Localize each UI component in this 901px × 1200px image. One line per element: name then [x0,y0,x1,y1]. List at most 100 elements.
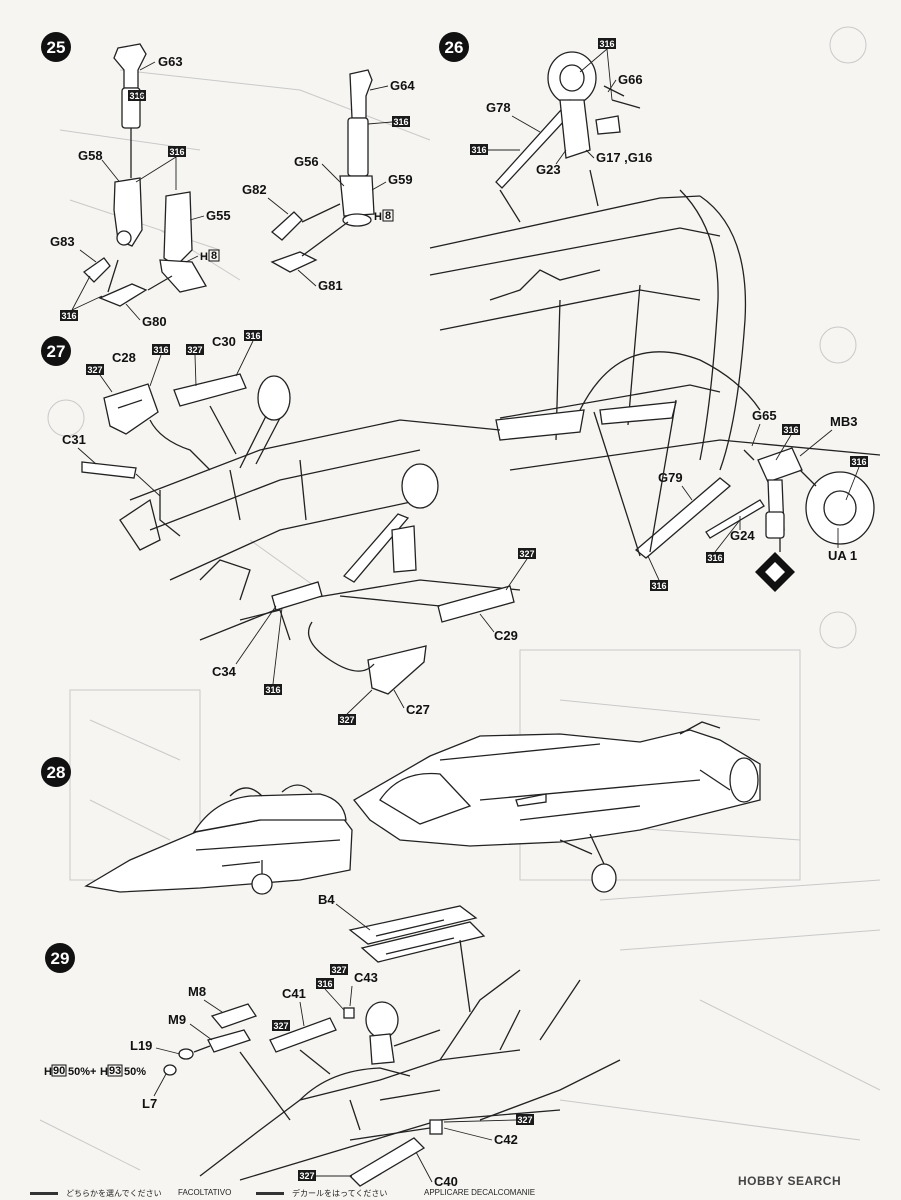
part-g58-drawing [113,177,143,247]
label-h8-a-num: 8 [211,250,217,262]
paint-316-marker: 316 [650,580,668,591]
part-c34-drawing [271,581,323,611]
part-m8-drawing [210,1003,258,1029]
paint-327-marker: 327 [338,714,356,725]
label-g56: G56 [294,154,319,169]
paint-316-marker: 316 [128,90,146,101]
part-c27-drawing [367,645,427,695]
label-c30: C30 [212,334,236,349]
step-28: 28 [41,721,761,895]
part-c29-drawing [437,585,515,623]
part-c42-drawing [429,1119,443,1135]
paint-316-marker: 316 [782,424,800,435]
paint-327-marker: 327 [186,344,204,355]
part-l7-drawing [163,1064,177,1076]
paint-327-marker: 327 [298,1170,316,1181]
paint-316-marker: 316 [706,552,724,563]
paint-316-marker: 316 [60,310,78,321]
label-mb3: MB3 [830,414,857,429]
label-g65: G65 [752,408,777,423]
decal-diamond-icon [755,552,795,592]
paint-316-marker: 316 [392,116,410,127]
step-number-29: 29 [51,949,70,968]
svg-text:316: 316 [393,117,408,127]
decal-swatch-icon [256,1192,284,1195]
part-g81-drawing [270,251,318,273]
paint-316-marker: 316 [850,456,868,467]
svg-text:327: 327 [517,1115,532,1125]
label-g24: G24 [730,528,755,543]
label-g81: G81 [318,278,343,293]
label-g59: G59 [388,172,413,187]
label-c27: C27 [406,702,430,717]
paint-316-marker: 316 [168,146,186,157]
fuselage-underside-drawing [429,189,881,471]
svg-text:316: 316 [707,553,722,563]
svg-text:316: 316 [599,39,614,49]
paint-316-marker: 316 [244,330,262,341]
part-c40-drawing [348,1137,426,1187]
watermark: HOBBY SEARCH [738,1174,842,1188]
label-c28: C28 [112,350,136,365]
label-m9: M9 [168,1012,186,1027]
label-l7: L7 [142,1096,157,1111]
svg-text:50%+: 50%+ [68,1066,96,1078]
svg-text:316: 316 [651,581,666,591]
nose-gear-27-drawing [239,375,439,583]
part-g80-drawing [98,283,148,307]
paint-327-marker: 327 [86,364,104,375]
svg-text:316: 316 [61,311,76,321]
rear-fuselage-drawing [353,721,761,893]
svg-text:316: 316 [783,425,798,435]
fuselage-top-drawing [119,419,521,641]
fuselage-29-drawing [199,969,621,1181]
part-g55-drawing [159,191,208,293]
part-c30-drawing [173,373,247,407]
step-number-25: 25 [47,38,66,57]
label-g17-g16: G17 ,G16 [596,150,652,165]
label-h8-b-num: 8 [385,210,391,222]
paint-327-marker: 327 [516,1114,534,1125]
step-number-28: 28 [47,763,66,782]
paint-327-marker: 327 [272,1020,290,1031]
label-c42: C42 [494,1132,518,1147]
part-c41-drawing [269,1017,337,1053]
svg-text:316: 316 [245,331,260,341]
svg-text:316: 316 [169,147,184,157]
label-g58: G58 [78,148,103,163]
label-c29: C29 [494,628,518,643]
footer-legend: どちらかを選んでください FACOLTATIVO デカールをはってください AP… [30,1186,890,1200]
svg-text:327: 327 [273,1021,288,1031]
paint-316-marker: 316 [152,344,170,355]
label-b4: B4 [318,892,335,907]
main-gear-drawing [634,447,875,559]
svg-text:316: 316 [317,979,332,989]
part-m9-drawing [207,1029,251,1053]
svg-text:H: H [100,1066,108,1078]
label-c34: C34 [212,664,237,679]
label-g64: G64 [390,78,415,93]
paint-316-marker: 316 [316,978,334,989]
step-number-27: 27 [47,342,66,361]
label-c43: C43 [354,970,378,985]
step-25: 25 G63 G58 G55 G83 G80 [41,32,415,329]
nose-gear-29-drawing [365,1001,441,1065]
svg-text:327: 327 [299,1171,314,1181]
step-27: 27 C28 327 316 C30 327 [41,330,536,725]
part-b4-drawing [348,905,486,963]
label-c41: C41 [282,986,306,1001]
label-l19: L19 [130,1038,152,1053]
label-g78: G78 [486,100,511,115]
front-fuselage-drawing [84,784,353,895]
nose-gear-drawing [495,51,641,189]
svg-text:50%: 50% [124,1066,146,1078]
svg-text:93: 93 [109,1065,121,1077]
label-m8: M8 [188,984,206,999]
svg-text:316: 316 [265,685,280,695]
label-ua1: UA 1 [828,548,857,563]
part-g83-drawing [82,257,111,283]
label-g80: G80 [142,314,167,329]
label-g23: G23 [536,162,561,177]
step-29: 29 B4 M8 M9 L19 L7 [44,892,621,1189]
